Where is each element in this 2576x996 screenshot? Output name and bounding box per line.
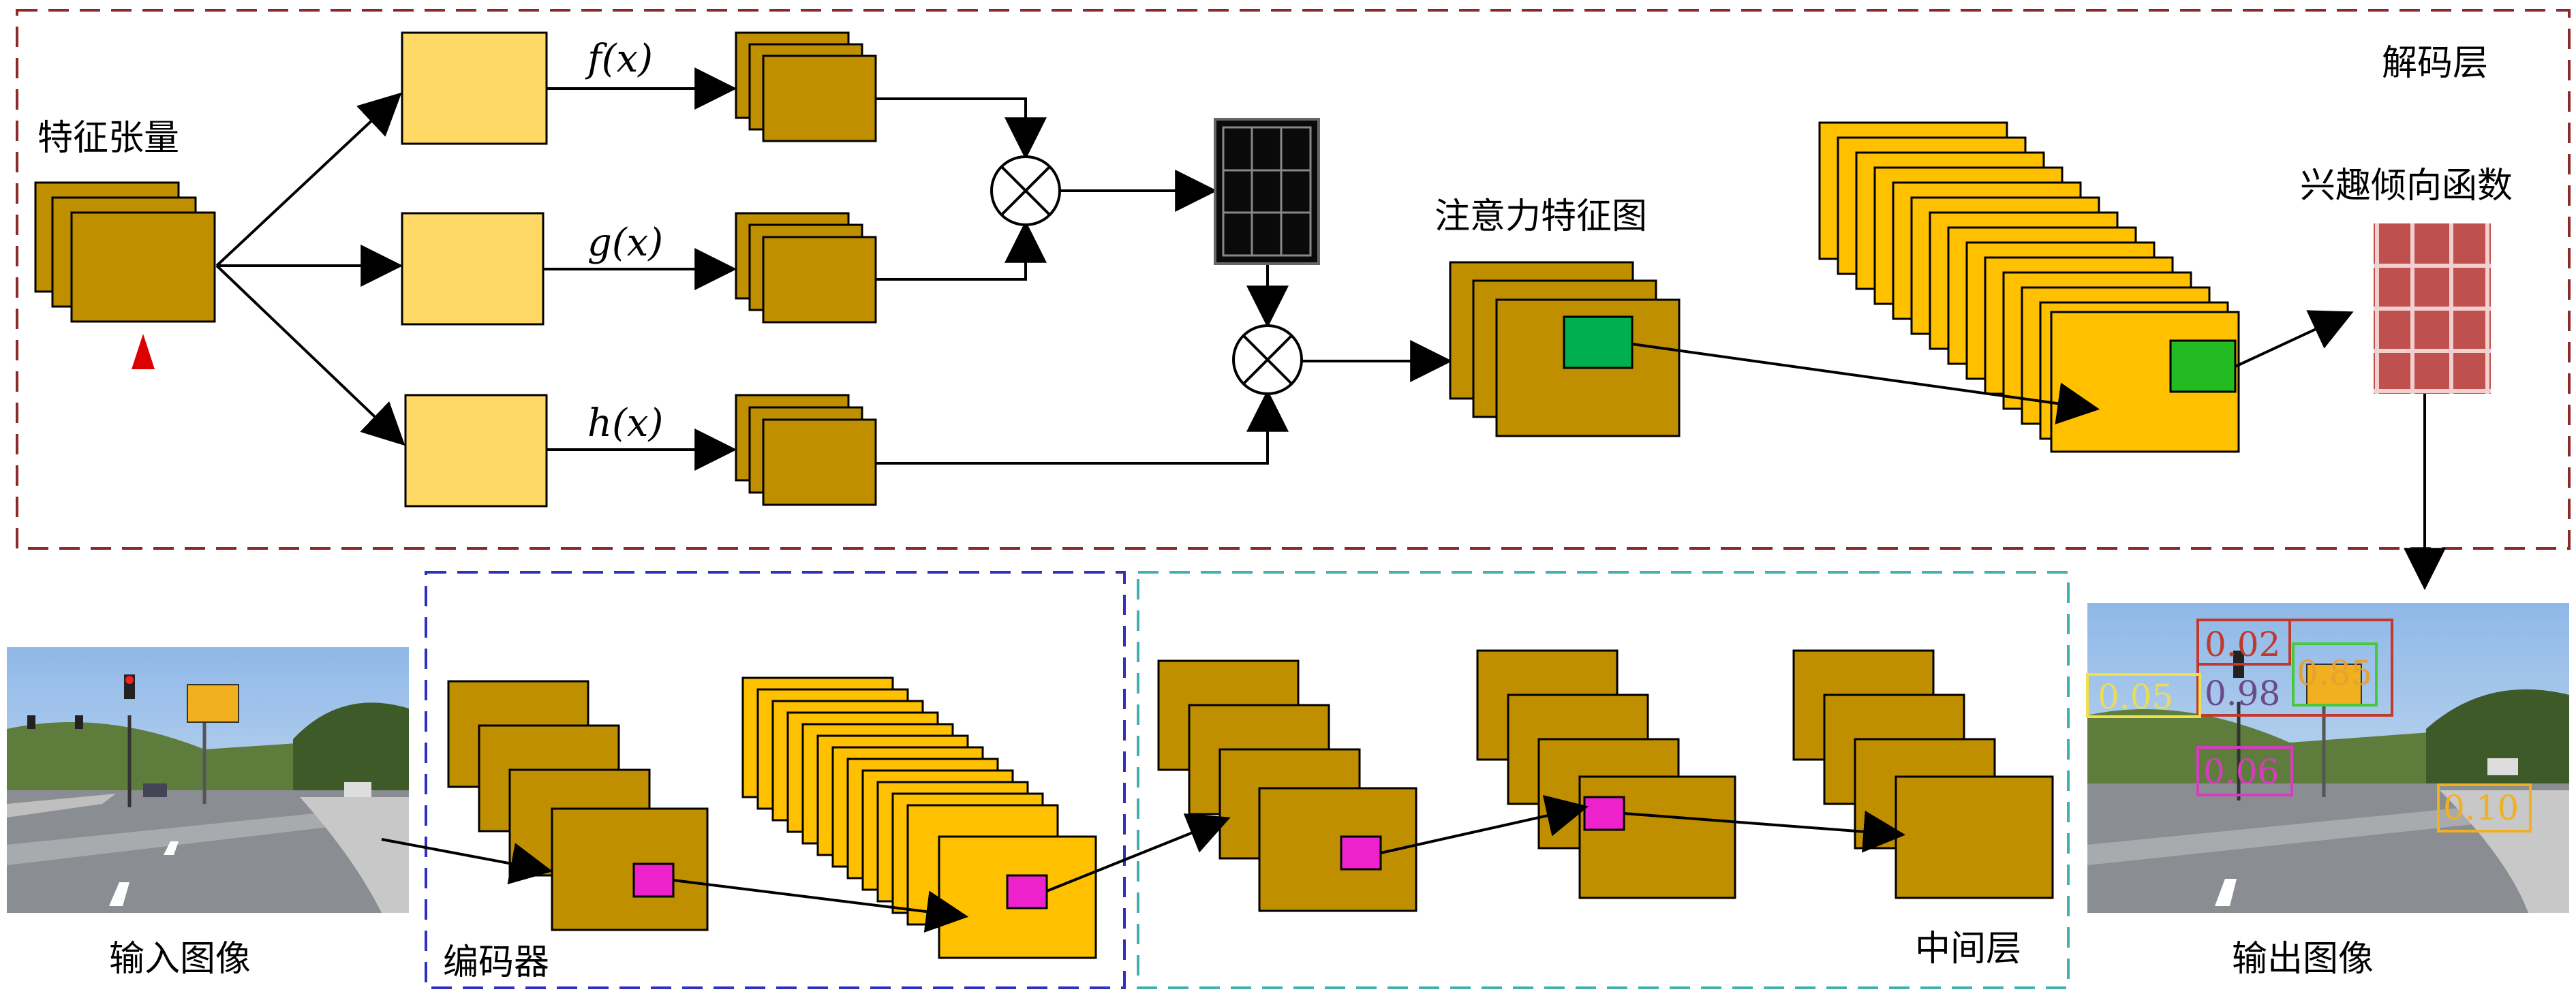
g-function-label: g(x)	[587, 221, 663, 265]
detection-box	[2086, 673, 2201, 718]
detection-score: 0.05	[2098, 677, 2173, 717]
detection-score: 0.85	[2297, 653, 2372, 693]
output-image-label: 输出图像	[2232, 939, 2374, 980]
decoder-to-interest-arrow	[2235, 310, 2354, 368]
h-output-stack	[735, 394, 877, 506]
h-function-label: h(x)	[587, 401, 663, 446]
middle-stack-2	[1476, 649, 1736, 899]
detection-box	[2292, 642, 2378, 706]
attention-to-decoder-arrow	[1631, 343, 2100, 424]
decoder-border	[16, 9, 2571, 550]
middle-highlight	[1340, 835, 1382, 871]
attention-highlight	[1563, 315, 1634, 369]
g-box	[401, 212, 545, 326]
multiplier-connections	[876, 97, 1453, 465]
encoder-stack-2	[741, 676, 1097, 959]
interest-function-grid	[2374, 223, 2491, 394]
interest-function-label: 兴趣倾向函数	[2300, 166, 2513, 206]
attention-map-label: 注意力特征图	[1435, 196, 1647, 237]
f-function-label: f(x)	[585, 37, 653, 81]
decoder-highlight	[2169, 339, 2237, 393]
decoder-feature-stack	[1818, 121, 2240, 453]
red-marker-icon	[132, 334, 155, 369]
decoder-layer-label: 解码层	[2382, 43, 2488, 84]
encoder-label: 编码器	[443, 942, 549, 983]
detection-score: 0.06	[2203, 752, 2279, 792]
attention-matrix	[1214, 118, 1320, 265]
branch-arrows	[215, 67, 737, 471]
detection-boxes	[2086, 619, 2532, 832]
g-output-stack	[735, 212, 877, 324]
detection-scores: 0.02 0.98 0.05 0.85 0.06 0.10	[2098, 625, 2519, 828]
h-box	[404, 394, 548, 508]
multiply-icon	[990, 155, 1061, 226]
detection-score: 0.02	[2205, 625, 2280, 664]
projection-boxes	[401, 31, 548, 508]
feature-tensor-stack	[34, 181, 216, 323]
detection-score: 0.10	[2443, 788, 2519, 828]
detection-score: 0.98	[2205, 674, 2280, 713]
encoder-highlight	[632, 862, 675, 898]
input-image	[7, 647, 409, 913]
middle-layer-label: 中间层	[1915, 929, 2021, 969]
middle-highlight	[1583, 796, 1625, 831]
encoder-stack-1	[447, 680, 709, 931]
input-image-label: 输入图像	[109, 939, 251, 980]
encoder-border	[425, 571, 1126, 989]
middle-stack-3	[1792, 649, 2054, 899]
encoder-highlight	[1006, 874, 1048, 909]
bottom-flow-arrows	[381, 794, 1906, 933]
f-output-stack	[735, 31, 877, 142]
detection-box	[2196, 746, 2293, 796]
detection-box	[2196, 619, 2393, 717]
middle-layer-border	[1137, 571, 2070, 989]
feature-tensor-label: 特征张量	[37, 118, 179, 159]
detection-box	[2437, 783, 2532, 832]
middle-stack-1	[1157, 659, 1417, 912]
output-image	[2087, 603, 2569, 913]
multiply-icon	[1232, 324, 1303, 395]
f-box	[401, 31, 548, 145]
